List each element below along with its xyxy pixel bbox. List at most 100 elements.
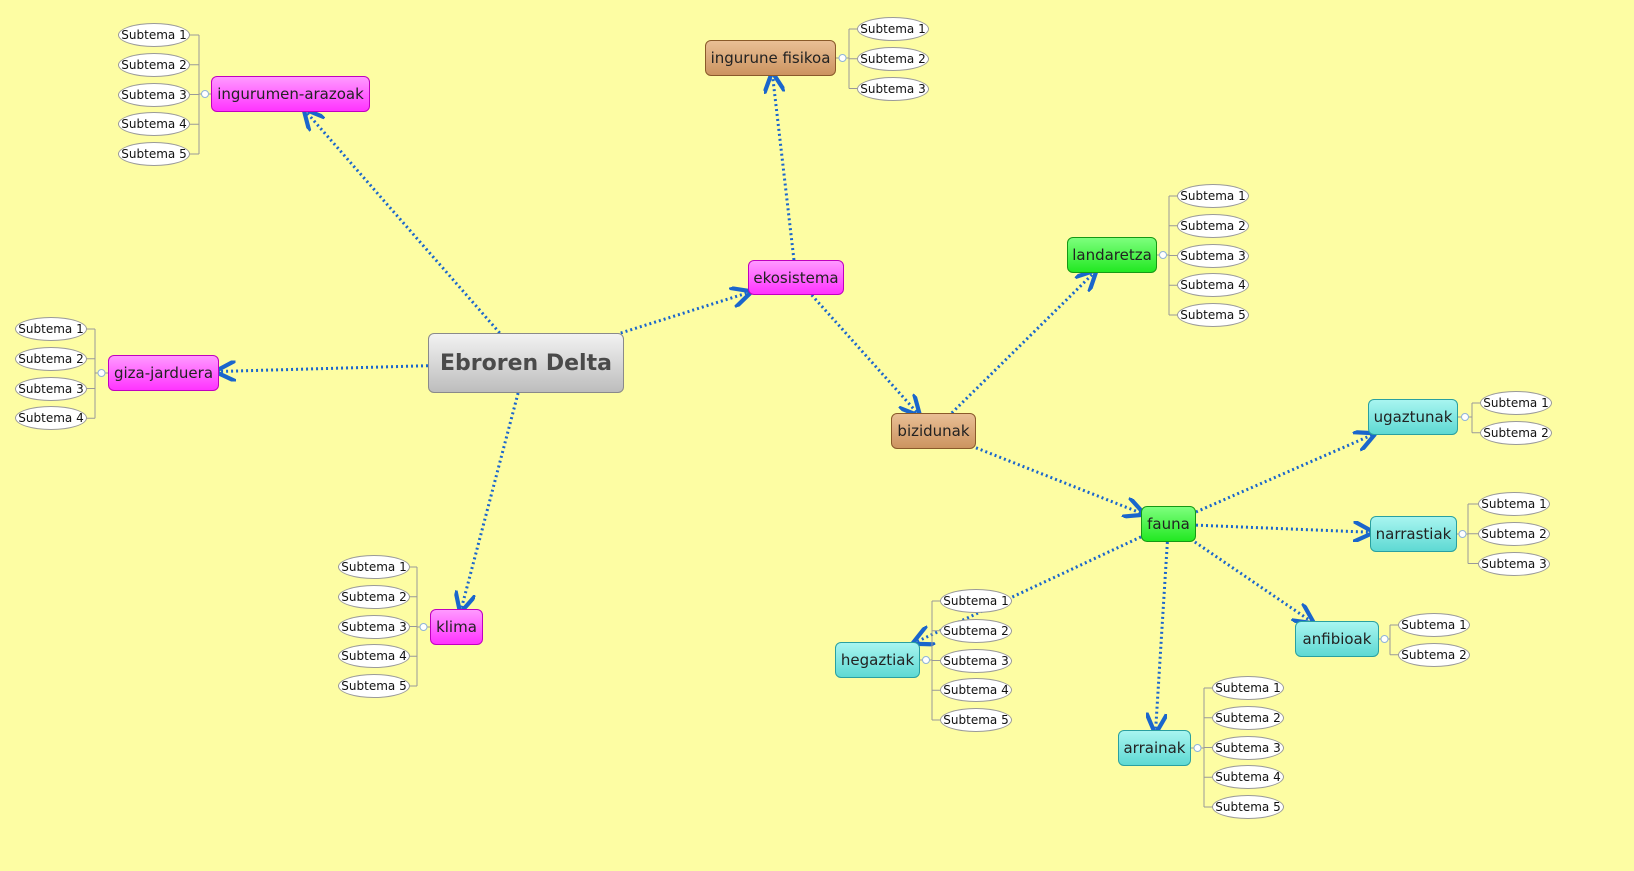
topic-label: fauna — [1147, 515, 1190, 533]
subtopic-klima-5[interactable]: Subtema 5 — [338, 674, 410, 698]
subtopic-arrainak-3[interactable]: Subtema 3 — [1212, 735, 1284, 760]
subtopic-landaretza-3[interactable]: Subtema 3 — [1177, 243, 1249, 268]
subtopic-arrainak-4[interactable]: Subtema 4 — [1212, 765, 1284, 790]
link-fauna-anfibioak — [1194, 540, 1311, 621]
link-bizidunak-landaretza — [950, 273, 1094, 415]
subtopic-arrainak-2[interactable]: Subtema 2 — [1212, 705, 1284, 730]
subtopic-label: Subtema 5 — [121, 147, 187, 161]
subtopic-label: Subtema 4 — [18, 411, 84, 426]
subtopic-label: Subtema 4 — [341, 649, 407, 664]
subtopic-label: Subtema 3 — [860, 81, 926, 96]
topic-anfibioak[interactable]: anfibioak — [1295, 621, 1379, 657]
subtopic-label: Subtema 1 — [18, 322, 84, 336]
subtopic-label: Subtema 1 — [1180, 189, 1246, 203]
subtopic-landaretza-5[interactable]: Subtema 5 — [1177, 303, 1249, 327]
subtopic-label: Subtema 5 — [341, 679, 407, 693]
topic-label: ekosistema — [753, 268, 839, 287]
subtopic-ugaztunak-2[interactable]: Subtema 2 — [1480, 420, 1552, 445]
subtopic-ingurune-2[interactable]: Subtema 2 — [857, 46, 929, 71]
topic-hegaztiak[interactable]: hegaztiak — [835, 642, 920, 678]
topic-arrainak[interactable]: arrainak — [1118, 730, 1191, 766]
subtopic-giza-3[interactable]: Subtema 3 — [15, 376, 87, 401]
topic-ingurumen[interactable]: ingurumen-arazoak — [211, 76, 370, 112]
topic-ekosistema[interactable]: ekosistema — [748, 260, 844, 295]
subtopic-label: Subtema 2 — [121, 57, 187, 72]
topic-ugaztunak[interactable]: ugaztunak — [1368, 399, 1458, 435]
subtopic-ingurumen-4[interactable]: Subtema 4 — [118, 112, 190, 137]
subtopic-giza-1[interactable]: Subtema 1 — [15, 317, 87, 341]
subtopic-hegaztiak-2[interactable]: Subtema 2 — [940, 618, 1012, 643]
subtopic-landaretza-4[interactable]: Subtema 4 — [1177, 273, 1249, 298]
collapse-toggle[interactable] — [419, 623, 428, 631]
subtopic-klima-1[interactable]: Subtema 1 — [338, 555, 410, 579]
topic-root[interactable]: Ebroren Delta — [428, 333, 624, 393]
collapse-toggle[interactable] — [922, 656, 930, 664]
topic-landaretza[interactable]: landaretza — [1067, 237, 1157, 273]
collapse-toggle[interactable] — [1380, 635, 1389, 643]
subtopic-narrastiak-1[interactable]: Subtema 1 — [1478, 492, 1550, 516]
link-bizidunak-fauna — [975, 446, 1141, 513]
topic-label: Ebroren Delta — [440, 350, 612, 376]
subtopic-narrastiak-3[interactable]: Subtema 3 — [1478, 551, 1550, 576]
subtopic-label: Subtema 2 — [1180, 218, 1246, 233]
topic-narrastiak[interactable]: narrastiak — [1370, 516, 1457, 552]
subtopic-ingurumen-5[interactable]: Subtema 5 — [118, 142, 190, 166]
subtopic-ingurune-3[interactable]: Subtema 3 — [857, 76, 929, 101]
subtopic-ingurune-1[interactable]: Subtema 1 — [857, 17, 929, 41]
subtopic-hegaztiak-1[interactable]: Subtema 1 — [940, 589, 1012, 613]
subtopic-narrastiak-2[interactable]: Subtema 2 — [1478, 521, 1550, 546]
topic-klima[interactable]: klima — [430, 609, 483, 645]
link-root-giza — [219, 366, 429, 372]
subtopic-landaretza-1[interactable]: Subtema 1 — [1177, 184, 1249, 208]
subtopic-ingurumen-1[interactable]: Subtema 1 — [118, 23, 190, 47]
link-root-ingurumen — [306, 112, 501, 334]
collapse-toggle[interactable] — [1461, 413, 1469, 421]
collapse-toggle[interactable] — [1193, 744, 1202, 752]
subtopic-label: Subtema 1 — [341, 560, 407, 574]
subtopic-label: Subtema 4 — [1215, 770, 1281, 785]
subtopic-label: Subtema 4 — [943, 683, 1009, 698]
subtopic-arrainak-1[interactable]: Subtema 1 — [1212, 676, 1284, 700]
subtopic-hegaztiak-5[interactable]: Subtema 5 — [940, 708, 1012, 732]
subtopic-label: Subtema 2 — [860, 51, 926, 66]
subtopic-klima-4[interactable]: Subtema 4 — [338, 644, 410, 669]
subtopic-ingurumen-3[interactable]: Subtema 3 — [118, 82, 190, 107]
subtopic-label: Subtema 2 — [1483, 425, 1549, 440]
subtopic-ingurumen-2[interactable]: Subtema 2 — [118, 52, 190, 77]
subtopic-hegaztiak-3[interactable]: Subtema 3 — [940, 648, 1012, 673]
subtopic-arrainak-5[interactable]: Subtema 5 — [1212, 795, 1284, 819]
link-fauna-narrastiak — [1195, 525, 1370, 532]
subtopic-label: Subtema 4 — [1180, 278, 1246, 293]
subtopic-label: Subtema 1 — [1215, 681, 1281, 695]
subtopic-klima-3[interactable]: Subtema 3 — [338, 614, 410, 639]
collapse-toggle[interactable] — [838, 54, 847, 62]
collapse-toggle[interactable] — [1458, 530, 1467, 538]
subtopic-label: Subtema 4 — [121, 117, 187, 132]
collapse-toggle[interactable] — [1159, 251, 1167, 259]
subtopic-ugaztunak-1[interactable]: Subtema 1 — [1480, 391, 1552, 415]
topic-bizidunak[interactable]: bizidunak — [891, 413, 976, 449]
link-fauna-ugaztunak — [1195, 435, 1372, 514]
collapse-toggle[interactable] — [97, 369, 106, 377]
topic-giza[interactable]: giza-jarduera — [108, 355, 219, 391]
subtopic-label: Subtema 3 — [1180, 248, 1246, 263]
subtopic-giza-2[interactable]: Subtema 2 — [15, 346, 87, 371]
subtopic-anfibioak-2[interactable]: Subtema 2 — [1398, 642, 1470, 667]
subtopic-hegaztiak-4[interactable]: Subtema 4 — [940, 678, 1012, 703]
topic-label: giza-jarduera — [113, 364, 214, 382]
subtopic-anfibioak-1[interactable]: Subtema 1 — [1398, 613, 1470, 637]
topic-label: ingurune fisikoa — [710, 49, 831, 67]
subtopic-giza-4[interactable]: Subtema 4 — [15, 406, 87, 431]
subtopic-label: Subtema 1 — [1481, 497, 1547, 511]
collapse-toggle[interactable] — [201, 90, 209, 98]
subtopic-label: Subtema 3 — [18, 381, 84, 396]
topic-ingurune[interactable]: ingurune fisikoa — [705, 40, 836, 76]
subtopic-label: Subtema 3 — [341, 619, 407, 634]
topic-label: bizidunak — [897, 422, 970, 440]
topic-label: anfibioak — [1302, 630, 1372, 648]
topic-fauna[interactable]: fauna — [1141, 506, 1196, 542]
subtopic-klima-2[interactable]: Subtema 2 — [338, 584, 410, 609]
subtopic-label: Subtema 3 — [1215, 740, 1281, 755]
subtopic-landaretza-2[interactable]: Subtema 2 — [1177, 213, 1249, 238]
